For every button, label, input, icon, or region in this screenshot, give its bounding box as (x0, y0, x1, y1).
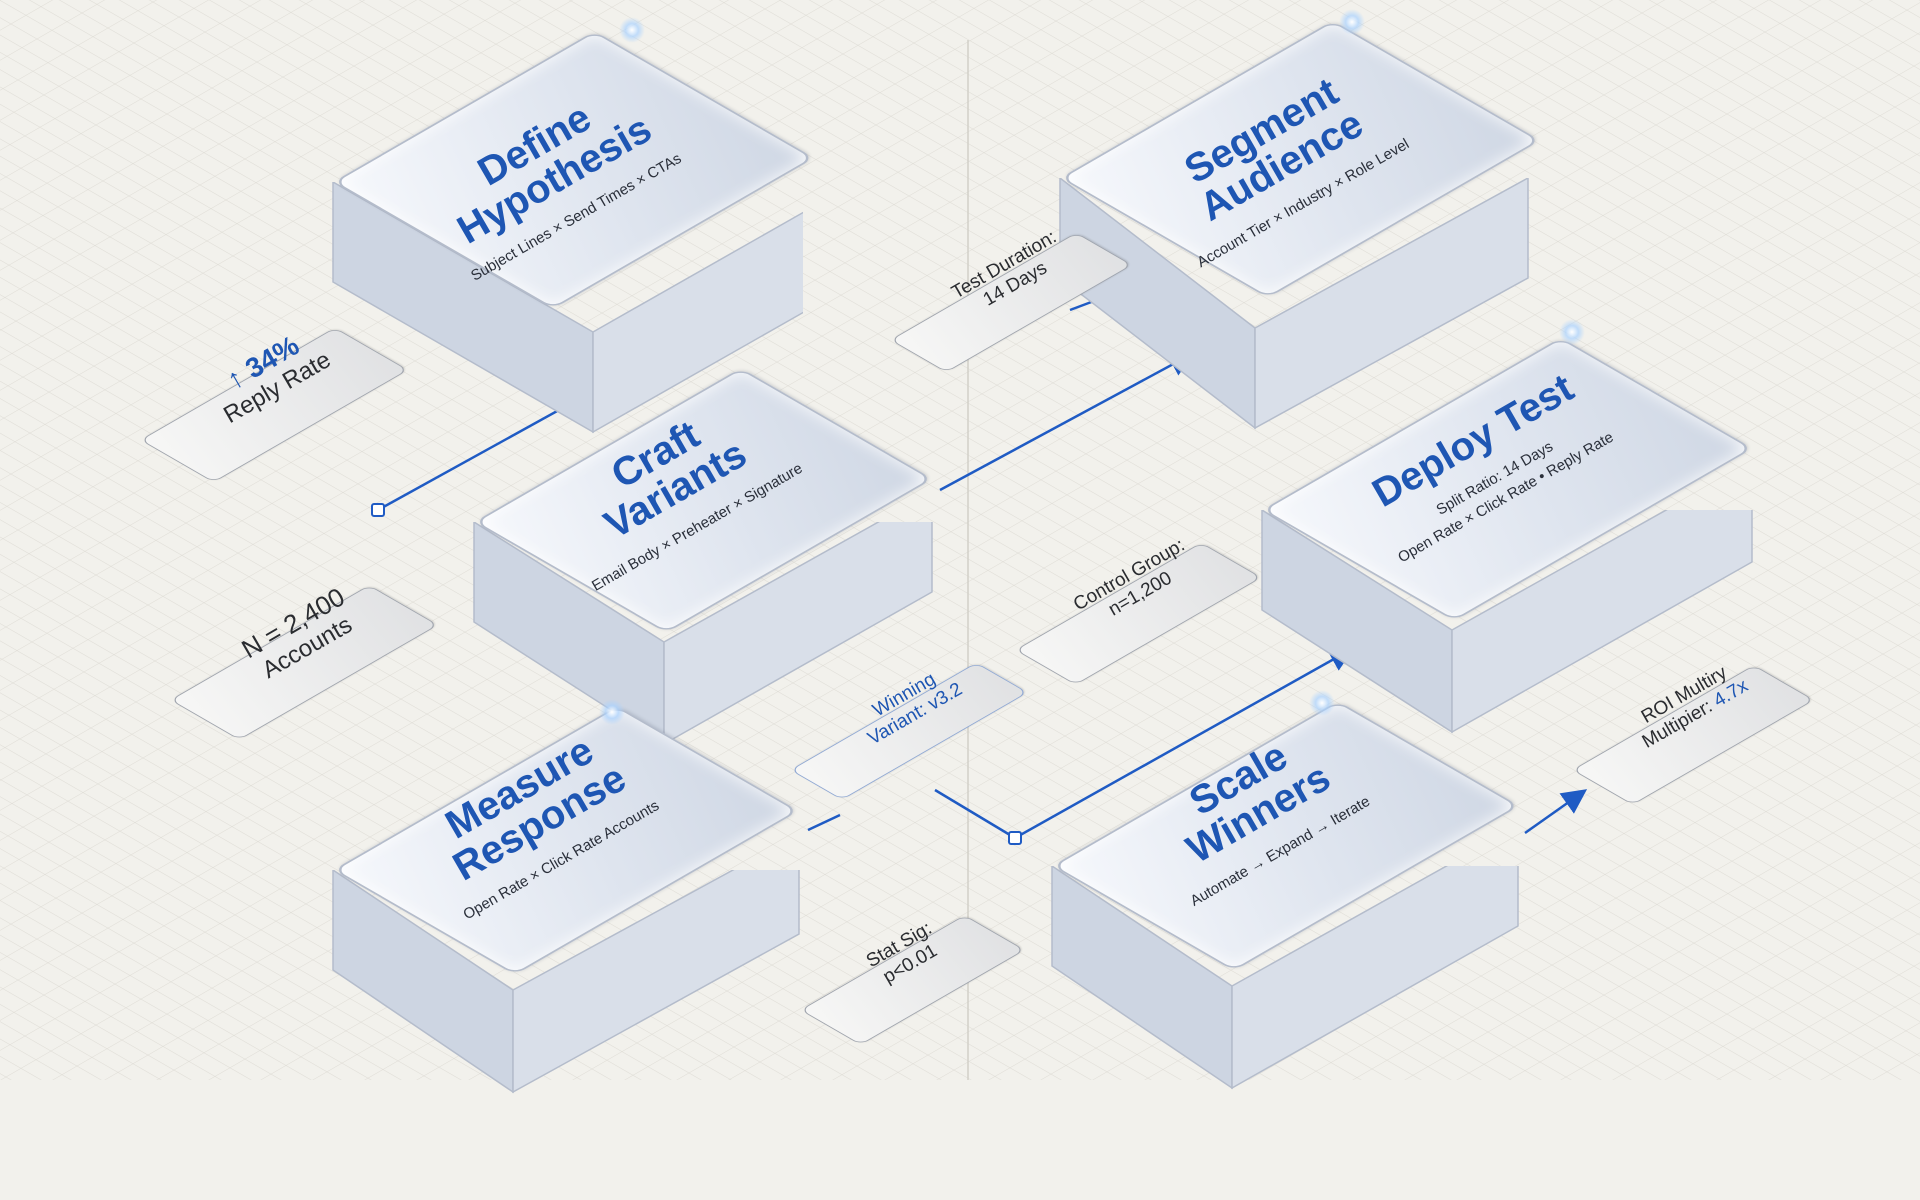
sparkle-icon (1339, 9, 1365, 35)
sparkle-icon (599, 699, 625, 725)
slab-depth-segment (1059, 178, 1529, 430)
sparkle-icon (1559, 319, 1585, 345)
sparkle-icon (619, 17, 645, 43)
isometric-grid-background (0, 0, 1920, 1080)
slab-depth-craft (473, 522, 933, 746)
slab-depth-deploy (1261, 510, 1753, 734)
sparkle-icon (1309, 690, 1335, 716)
slab-depth-define (332, 182, 803, 434)
slab-depth-measure (332, 870, 800, 1094)
